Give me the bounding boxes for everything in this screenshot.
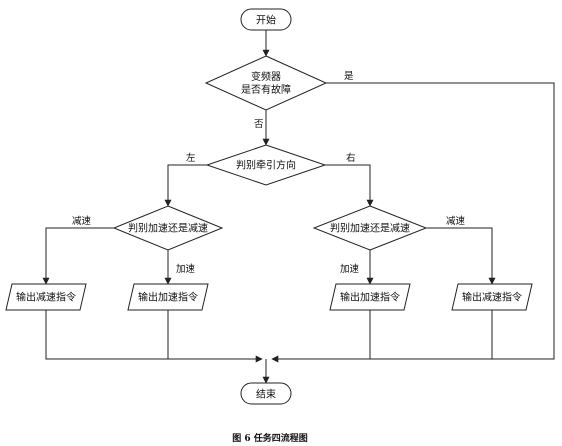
edge-direction-left [164,164,207,207]
right-accel-check-diamond [312,205,428,251]
start-label: 开始 [256,14,276,27]
node-start: 开始 [240,8,292,31]
left-accel-check-diamond [112,205,224,251]
out-decel-right-label: 输出减速指令 [462,291,522,304]
end-terminal [240,382,292,405]
edge-labels: 是 否 左 右 减速 加速 加速 减速 [72,71,466,275]
edge-label-left: 左 [186,152,196,164]
edge-fault-yes [271,82,555,363]
start-terminal [240,8,292,31]
out-decel-left-label: 输出减速指令 [16,291,76,304]
direction-check-diamond [205,144,327,186]
node-out-accel-right: 输出加速指令 [329,283,411,311]
edge-label-no: 否 [254,119,264,130]
node-out-decel-right: 输出减速指令 [451,283,533,311]
out-accel-right-parallelogram [329,283,411,311]
node-right-accel-check: 判别加速还是减速 [312,205,428,251]
node-left-accel-check: 判别加速还是减速 [112,205,224,251]
out-decel-left-parallelogram [5,283,87,311]
node-out-decel-left: 输出减速指令 [5,283,87,311]
left-accel-check-label: 判别加速还是减速 [128,223,208,235]
edge-direction-right [325,164,374,207]
edge-right-decel [426,227,496,285]
node-end: 结束 [240,382,292,405]
fault-check-label-line1: 变频器 [251,70,281,83]
node-out-accel-left: 输出加速指令 [127,283,209,311]
edge-left-decel [42,227,114,285]
edge-label-right: 右 [346,152,356,164]
edge-label-decel-left: 减速 [72,215,92,227]
edge-label-accel-right: 加速 [340,264,360,275]
out-accel-right-label: 输出加速指令 [340,291,400,304]
fault-check-label-line2: 是否有故障 [241,83,291,96]
out-accel-left-parallelogram [127,283,209,311]
edge-label-accel-left: 加速 [176,264,196,275]
out-decel-right-parallelogram [451,283,533,311]
direction-check-label: 判别牵引方向 [236,159,296,172]
figure-caption: 图 6 任务四流程图 [232,432,308,444]
node-fault-check: 变频器 是否有故障 [204,55,328,111]
edge-out-decel-left-to-merge [45,310,263,363]
fault-check-diamond [204,55,328,111]
end-label: 结束 [256,388,276,401]
edges [42,30,555,384]
node-direction-check: 判别牵引方向 [205,144,327,186]
edge-label-yes: 是 [344,71,354,82]
out-accel-left-label: 输出加速指令 [138,291,198,304]
edge-label-decel-right: 减速 [446,215,466,227]
right-accel-check-label: 判别加速还是减速 [330,223,410,235]
